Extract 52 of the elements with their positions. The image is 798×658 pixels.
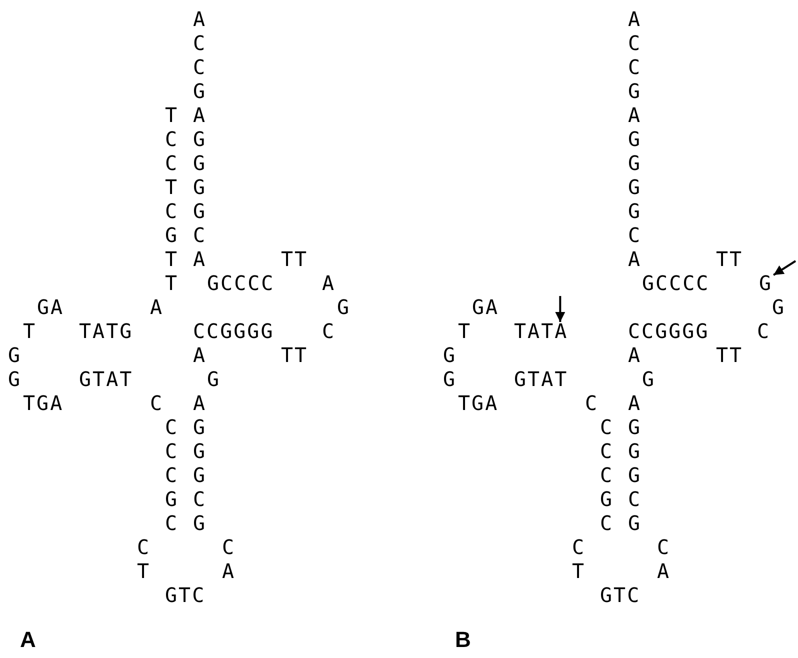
nucleotide-column: AGGGCG — [193, 391, 206, 535]
nucleotide-letters: A — [322, 271, 336, 295]
nucleotide-letters: A — [150, 295, 164, 319]
nucleotide-letters: GTAT — [79, 367, 134, 391]
nucleotide-column: CA — [222, 535, 234, 583]
nucleotide-column: ACCGAGGGGCA — [628, 7, 640, 271]
nucleotide-letters: CCGGGG — [193, 319, 274, 343]
nucleotide-letters: G — [337, 295, 351, 319]
nucleotide-letters: GCCCC — [207, 271, 275, 295]
nucleotide-letters: GTC — [165, 583, 206, 607]
nucleotide-column: CT — [137, 535, 150, 583]
nucleotide-letters: GA — [472, 295, 500, 319]
nucleotide-letters: G — [443, 367, 457, 391]
nucleotide-letters: A — [193, 343, 207, 367]
arrow — [773, 260, 796, 276]
nucleotide-column: TCCTCGTT — [165, 103, 178, 295]
nucleotide-letters: G — [8, 343, 22, 367]
nucleotide-column: ACCGAGGGGCA — [193, 7, 206, 271]
nucleotide-letters: GTAT — [514, 367, 568, 391]
nucleotide-letters: G — [207, 367, 221, 391]
nucleotide-letters: C — [585, 391, 599, 415]
nucleotide-letters: C — [322, 319, 336, 343]
nucleotide-letters: TATA — [514, 319, 568, 343]
nucleotide-letters: GA — [37, 295, 64, 319]
nucleotide-letters: T — [458, 319, 472, 343]
nucleotide-letters: C — [150, 391, 164, 415]
nucleotide-column: CCCGC — [600, 415, 612, 535]
arrow — [555, 296, 566, 322]
nucleotide-letters: C — [757, 319, 771, 343]
nucleotide-letters: G — [8, 367, 22, 391]
nucleotide-letters: CCGGGG — [628, 319, 710, 343]
panel-label: A — [20, 628, 38, 652]
nucleotide-letters: GCCCC — [642, 271, 710, 295]
nucleotide-letters: G — [759, 271, 773, 295]
nucleotide-letters: TT — [716, 247, 744, 271]
nucleotide-letters: TT — [281, 247, 308, 271]
nucleotide-letters: G — [443, 343, 457, 367]
nucleotide-letters: T — [23, 319, 37, 343]
nucleotide-letters: TT — [716, 343, 744, 367]
nucleotide-column: CA — [657, 535, 670, 583]
nucleotide-letters: GTC — [600, 583, 641, 607]
nucleotide-column: CCCGC — [165, 415, 178, 535]
nucleotide-letters: TT — [281, 343, 308, 367]
nucleotide-column: CT — [572, 535, 584, 583]
panel-label: B — [455, 628, 472, 652]
nucleotide-letters: A — [628, 343, 642, 367]
nucleotide-letters: TGA — [23, 391, 64, 415]
nucleotide-letters: TATG — [79, 319, 134, 343]
nucleotide-letters: TGA — [458, 391, 499, 415]
nucleotide-letters: G — [642, 367, 656, 391]
nucleotide-letters: G — [772, 295, 786, 319]
nucleotide-column: AGGGCG — [628, 391, 640, 535]
